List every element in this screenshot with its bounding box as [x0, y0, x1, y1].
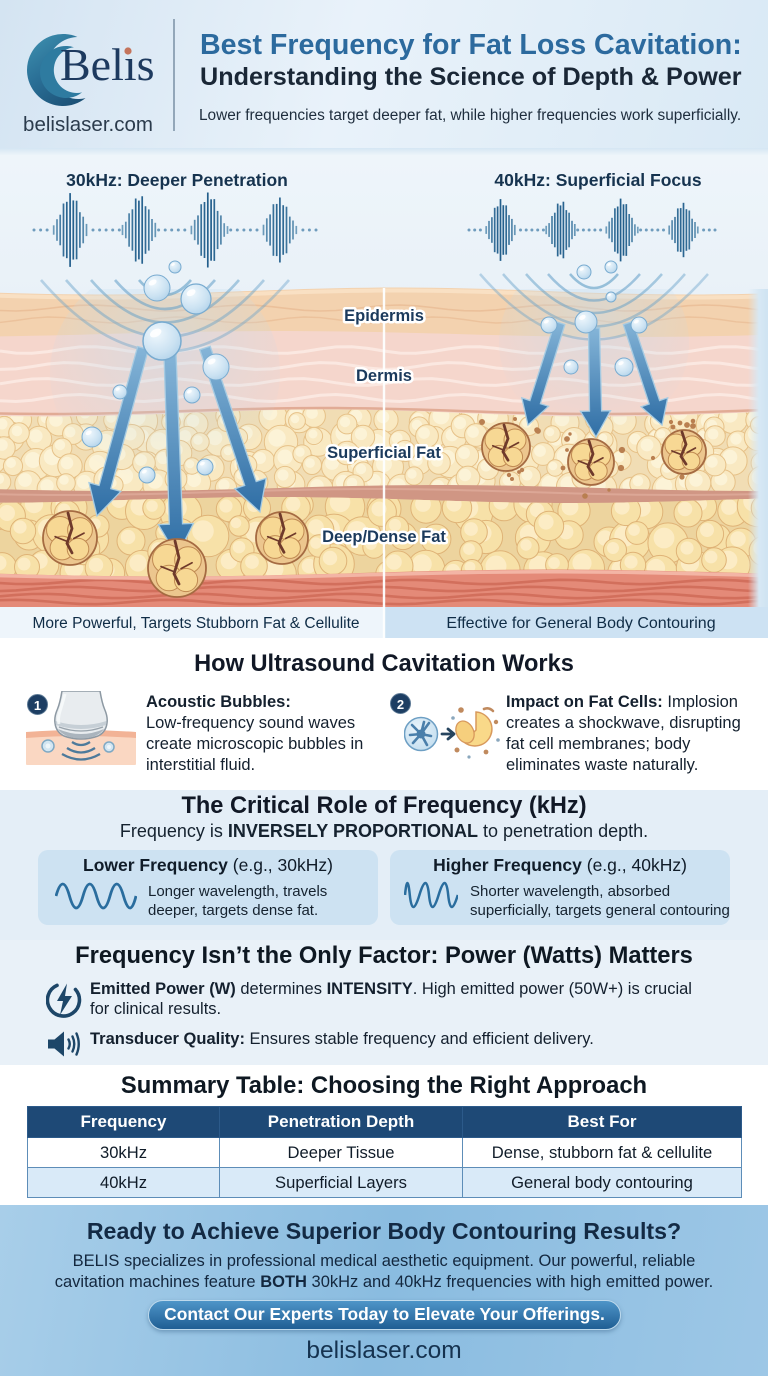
svg-text:Epidermis: Epidermis: [344, 307, 424, 325]
svg-text:40kHz: Superficial Focus: 40kHz: Superficial Focus: [494, 170, 701, 190]
svg-text:Effective for General Body Con: Effective for General Body Contouring: [446, 615, 715, 632]
svg-text:Belıs: Belıs: [60, 39, 155, 90]
svg-text:Dermis: Dermis: [356, 367, 412, 385]
svg-text:30kHz: Deeper Penetration: 30kHz: Deeper Penetration: [66, 170, 288, 190]
svg-text:Superficial Fat: Superficial Fat: [327, 444, 441, 462]
svg-text:More Powerful, Targets Stubbor: More Powerful, Targets Stubborn Fat & Ce…: [32, 615, 359, 632]
svg-text:Deep/Dense Fat: Deep/Dense Fat: [322, 528, 446, 546]
